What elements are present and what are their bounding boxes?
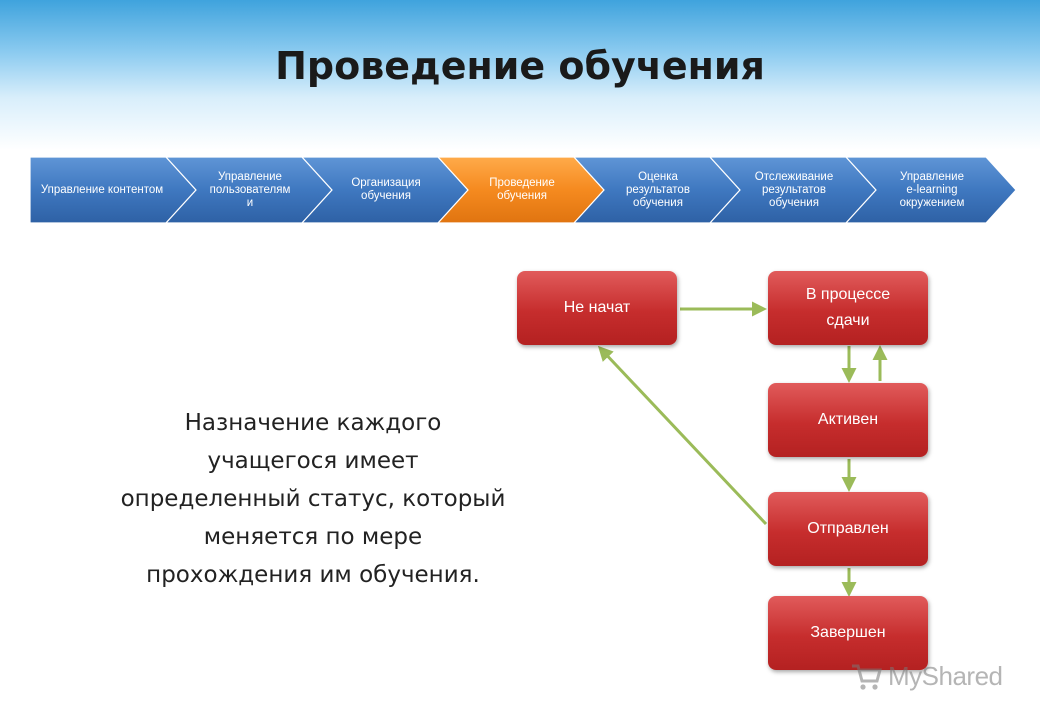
process-step-1-label: Управление контентом — [40, 183, 164, 196]
state-in-progress: В процессе сдачи — [768, 271, 928, 345]
process-step-6-label: Отслеживание результатов обучения — [754, 170, 834, 209]
state-not-started: Не начат — [517, 271, 677, 345]
process-step-7-label: Управление e-learning окружением — [899, 170, 965, 209]
state-sent: Отправлен — [768, 492, 928, 566]
page-title: Проведение обучения — [275, 44, 765, 88]
process-step-7-chevron — [844, 156, 1017, 224]
status-description: Назначение каждого учащегося имеет опред… — [120, 410, 506, 588]
process-step-3-label: Организация обучения — [351, 177, 421, 202]
watermark-text: MyShared — [888, 660, 1003, 691]
shopping-cart-icon — [852, 664, 882, 690]
state-completed: Завершен — [768, 596, 928, 670]
watermark: MyShared — [850, 658, 1003, 694]
process-step-2-label: Управление пользователям и — [209, 170, 291, 209]
header-background — [0, 0, 1040, 150]
process-step-4-label: Проведение обучения — [489, 177, 555, 202]
process-step-5-label: Оценка результатов обучения — [626, 170, 690, 209]
state-active: Активен — [768, 383, 928, 457]
arrow-sent-to-not-started — [597, 345, 768, 526]
